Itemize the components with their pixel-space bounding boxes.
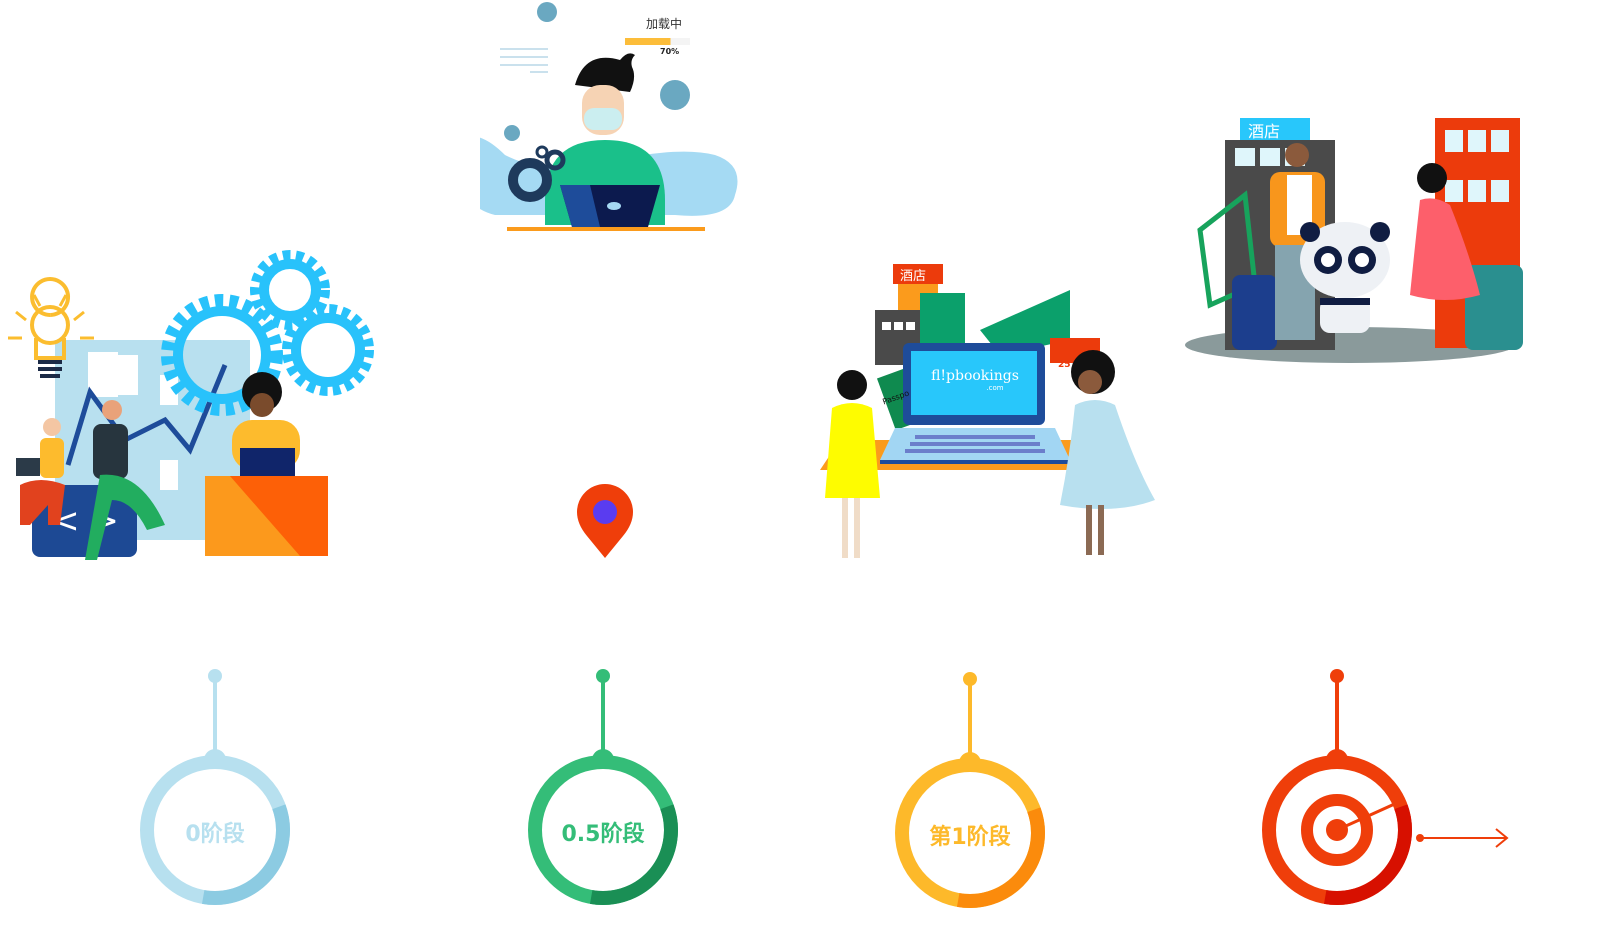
target-arrow	[1336, 800, 1400, 832]
stage-ring-accent	[1323, 804, 1412, 905]
calendar-date: 25	[1058, 360, 1071, 370]
gear-icon	[161, 250, 374, 416]
stage-1[interactable]: 第1阶段	[885, 663, 1055, 923]
stage-label: 第1阶段	[929, 825, 1011, 850]
stage-0[interactable]: 0阶段	[130, 660, 300, 920]
gear-icon	[508, 145, 566, 202]
stage-goal[interactable]	[1252, 660, 1422, 920]
panda-mascot	[1300, 222, 1390, 333]
stage-0-5[interactable]: 0.5阶段	[518, 660, 688, 920]
lightbulb-icon	[8, 277, 94, 378]
hotel-booking-illustration: 酒店 fl!pbookings .com Passpo 25	[790, 260, 1160, 570]
target-ring	[1301, 794, 1373, 866]
hotel-sign: 酒店	[1248, 122, 1281, 141]
laptop-brand: fl!pbookings .com	[918, 368, 1032, 392]
virus-icon	[504, 2, 690, 141]
brand-name: fl!pbookings	[931, 368, 1019, 384]
team-collaboration-illustration: < >	[0, 240, 380, 570]
stage-label: 0.5阶段	[561, 822, 645, 847]
hotel-sign: 酒店	[900, 269, 927, 284]
loading-label: 加载中	[646, 17, 683, 31]
next-arrow-icon	[1412, 826, 1512, 850]
remote-worker-illustration: 加载中 70%	[450, 0, 760, 240]
hotel-checkin-illustration: 酒店	[1180, 110, 1540, 370]
stage-ring-accent	[589, 804, 678, 905]
stage-ring-accent	[956, 807, 1045, 908]
loading-percent: 70%	[660, 47, 680, 56]
brand-sub: .com	[986, 384, 1004, 392]
stage-label: 0阶段	[185, 822, 245, 847]
laptop-screen	[911, 351, 1037, 415]
location-pin-icon	[575, 482, 635, 560]
stage-ring-accent	[201, 804, 290, 905]
loading-progress-fill	[625, 38, 671, 45]
